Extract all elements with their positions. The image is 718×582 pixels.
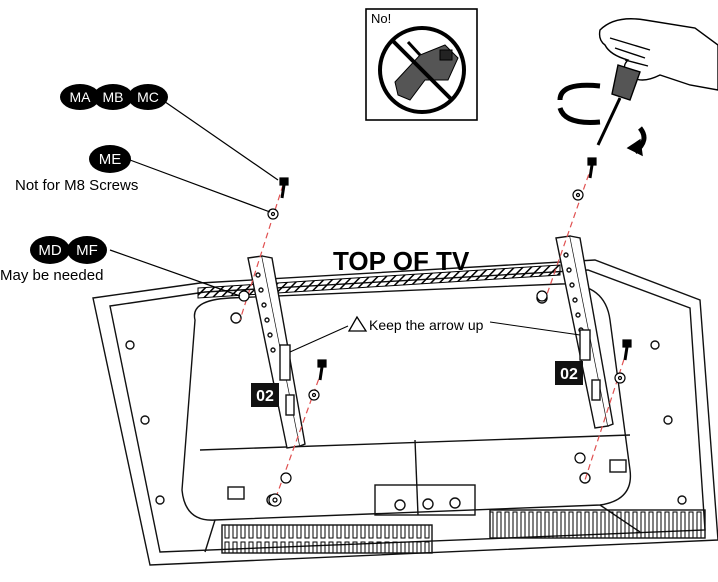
hand-screwdriver-icon [557,18,718,157]
callout-note-md-mf: May be needed [0,267,103,284]
no-power-drill-box: No! [365,8,478,121]
part-label-mc: MC [137,89,159,105]
screw-mid-right [622,339,632,361]
part-label-me: ME [99,151,122,168]
bracket-left [247,255,306,449]
part-label-md: MD [38,242,61,259]
washers [238,189,626,507]
part-label-ma: MA [70,89,92,105]
top-of-tv-label: TOP OF TV [333,246,470,276]
bracket-right [555,235,614,429]
screw-mid-left [317,359,327,381]
tv-back-panel [92,259,718,566]
arrow-note-text: Keep the arrow up [369,317,484,333]
prohibited-icon [378,26,466,114]
part-label-mf: MF [76,242,98,259]
bracket-tag-left-text: 02 [256,388,274,405]
callout-note-me: Not for M8 Screws [15,177,138,194]
part-label-mb: MB [103,89,124,105]
bracket-tag-right-text: 02 [560,366,578,383]
screw-top-right [587,157,597,179]
warning-label: No! [371,11,391,26]
callout-me: ME Not for M8 Screws [15,145,271,213]
callout-ma-mb-mc: MA MB MC [60,84,279,181]
top-edge-bar [197,264,561,299]
arrow-note-callout: Keep the arrow up [289,315,581,353]
bracket-tag-right: 02 [555,361,583,385]
screw-top-left [279,177,289,199]
callout-md-mf: MD MF May be needed [0,236,241,297]
up-arrow-icon [347,315,368,332]
screws [279,157,632,381]
bracket-tag-left: 02 [251,383,279,407]
